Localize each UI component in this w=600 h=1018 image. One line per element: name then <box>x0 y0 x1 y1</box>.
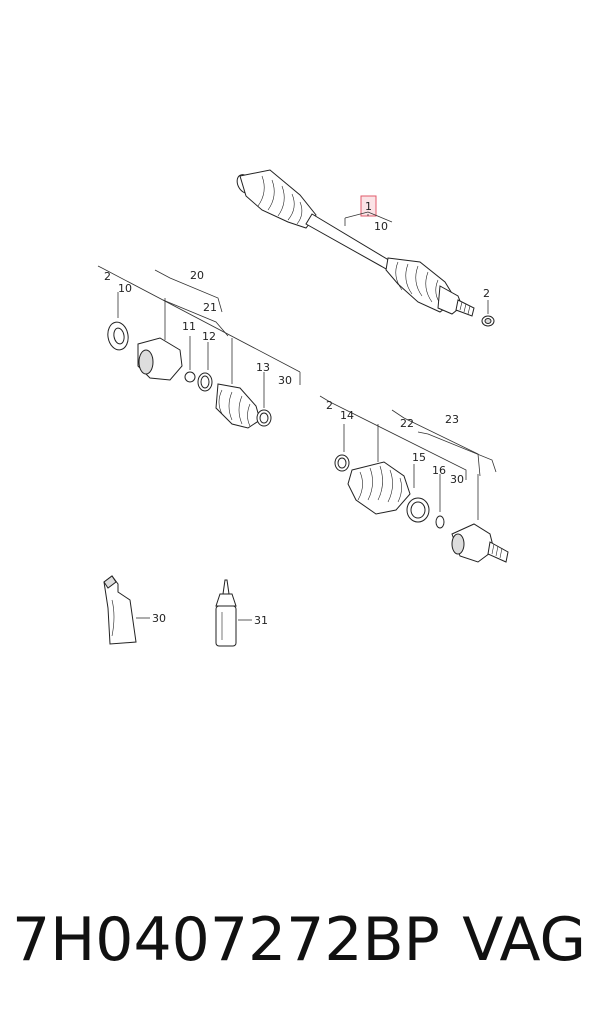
sealant-bottle-icon <box>215 579 237 647</box>
callout-20[interactable]: 20 <box>190 269 204 282</box>
callout-30-right[interactable]: 30 <box>450 473 464 486</box>
grease-tube-icon <box>103 575 137 645</box>
callout-2-top[interactable]: 2 <box>483 287 490 300</box>
callout-21[interactable]: 21 <box>203 301 217 314</box>
callout-2-right[interactable]: 2 <box>326 399 333 412</box>
brand-label: VAG <box>462 905 586 975</box>
drive-shaft-assembly <box>236 169 495 327</box>
callout-10-left[interactable]: 10 <box>118 282 132 295</box>
footer: 7H0407272BP VAG <box>0 895 600 985</box>
callout-14[interactable]: 14 <box>340 409 354 422</box>
right-parts <box>334 454 509 563</box>
callout-10-top[interactable]: 10 <box>374 220 388 233</box>
callout-2-left[interactable]: 2 <box>104 270 111 283</box>
callout-15[interactable]: 15 <box>412 451 426 464</box>
callout-30-tube[interactable]: 30 <box>152 612 166 625</box>
callout-31-bottle[interactable]: 31 <box>254 614 268 627</box>
callout-22[interactable]: 22 <box>400 417 414 430</box>
callout-12[interactable]: 12 <box>202 330 216 343</box>
callout-1[interactable]: 1 <box>365 200 372 213</box>
callout-23[interactable]: 23 <box>445 413 459 426</box>
right-brackets <box>319 395 497 520</box>
callout-11[interactable]: 11 <box>182 320 196 333</box>
left-parts <box>107 321 272 429</box>
left-brackets <box>97 265 301 408</box>
callout-16[interactable]: 16 <box>432 464 446 477</box>
callout-13[interactable]: 13 <box>256 361 270 374</box>
callout-30-left[interactable]: 30 <box>278 374 292 387</box>
highlight-box <box>360 195 377 217</box>
part-number: 7H0407272BP <box>12 905 440 975</box>
